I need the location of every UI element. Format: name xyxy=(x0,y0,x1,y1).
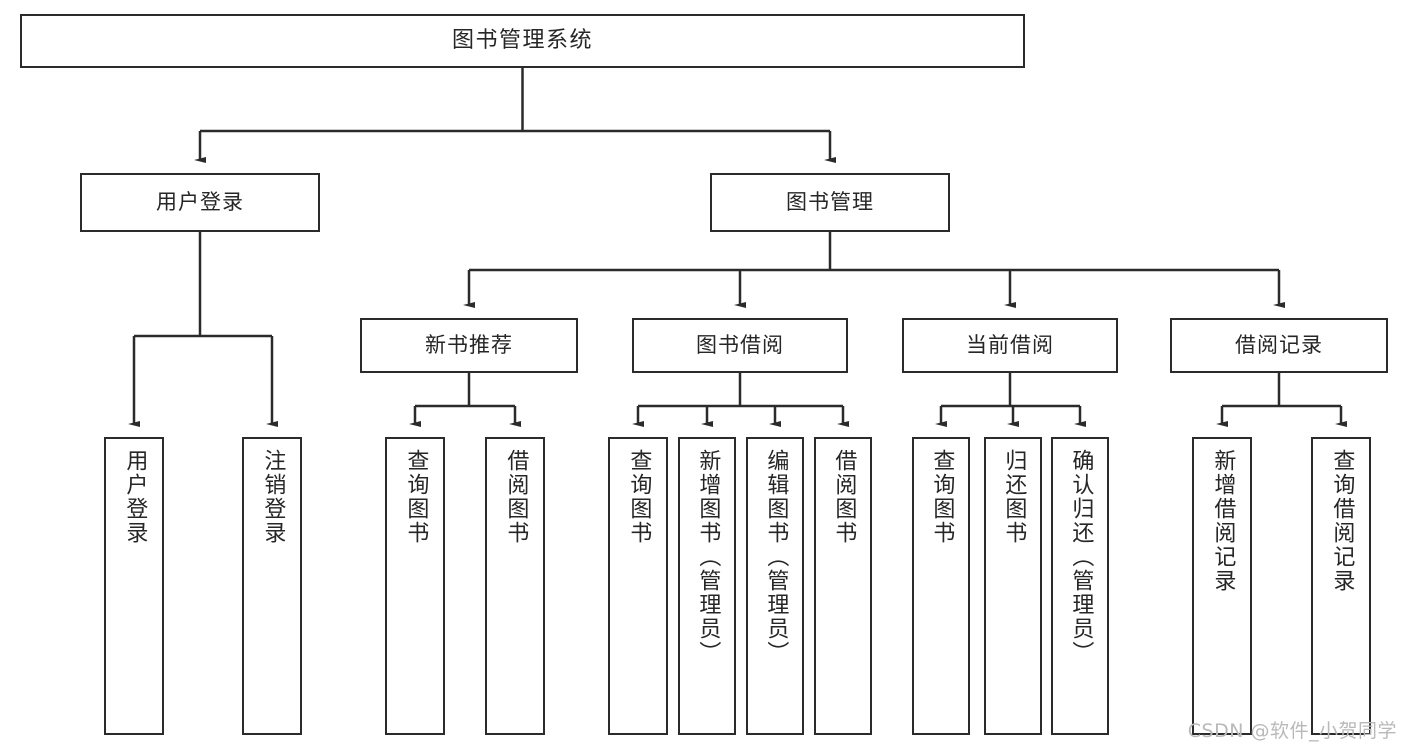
node-leaf-edit-book-admin-label: 编辑图书（管理员） xyxy=(763,449,789,665)
node-leaf-query-book-3[interactable]: 查询图书 xyxy=(912,437,970,735)
node-book-manage[interactable]: 图书管理 xyxy=(710,173,950,232)
node-leaf-query-book-1-label: 查询图书 xyxy=(403,449,429,545)
watermark-text: CSDN @软件_小贺同学 xyxy=(1187,720,1397,742)
node-user-login[interactable]: 用户登录 xyxy=(80,173,320,232)
node-leaf-query-borrow-record[interactable]: 查询借阅记录 xyxy=(1311,437,1371,735)
node-leaf-borrow-book-1[interactable]: 借阅图书 xyxy=(485,437,545,735)
node-leaf-add-book-admin[interactable]: 新增图书（管理员） xyxy=(678,437,736,735)
node-leaf-query-book-2[interactable]: 查询图书 xyxy=(608,437,668,735)
node-current-borrow-label: 当前借阅 xyxy=(966,333,1054,358)
node-root-label: 图书管理系统 xyxy=(451,28,593,54)
node-borrow-record[interactable]: 借阅记录 xyxy=(1170,318,1388,373)
node-leaf-edit-book-admin[interactable]: 编辑图书（管理员） xyxy=(746,437,804,735)
node-leaf-user-login-label: 用户登录 xyxy=(122,449,148,545)
node-leaf-user-logout[interactable]: 注销登录 xyxy=(242,437,302,735)
node-leaf-add-borrow-record-label: 新增借阅记录 xyxy=(1210,449,1236,593)
node-leaf-add-borrow-record[interactable]: 新增借阅记录 xyxy=(1192,437,1252,735)
node-leaf-confirm-return-admin[interactable]: 确认归还（管理员） xyxy=(1051,437,1109,735)
node-leaf-query-borrow-record-label: 查询借阅记录 xyxy=(1329,449,1355,593)
node-borrow-record-label: 借阅记录 xyxy=(1235,333,1323,358)
node-leaf-borrow-book-2[interactable]: 借阅图书 xyxy=(814,437,872,735)
node-root[interactable]: 图书管理系统 xyxy=(20,14,1025,68)
node-leaf-user-logout-label: 注销登录 xyxy=(260,449,286,545)
node-leaf-borrow-book-2-label: 借阅图书 xyxy=(831,449,857,545)
node-leaf-return-book[interactable]: 归还图书 xyxy=(984,437,1042,735)
node-new-book-recommend[interactable]: 新书推荐 xyxy=(360,318,578,373)
node-leaf-add-book-admin-label: 新增图书（管理员） xyxy=(695,449,721,665)
node-book-manage-label: 图书管理 xyxy=(786,190,874,215)
node-leaf-user-login[interactable]: 用户登录 xyxy=(104,437,164,735)
node-leaf-query-book-2-label: 查询图书 xyxy=(626,449,652,545)
node-leaf-query-book-3-label: 查询图书 xyxy=(929,449,955,545)
node-book-borrow[interactable]: 图书借阅 xyxy=(632,318,848,373)
node-leaf-return-book-label: 归还图书 xyxy=(1001,449,1027,545)
node-user-login-label: 用户登录 xyxy=(156,190,244,215)
node-leaf-borrow-book-1-label: 借阅图书 xyxy=(503,449,529,545)
node-leaf-query-book-1[interactable]: 查询图书 xyxy=(385,437,445,735)
node-leaf-confirm-return-admin-label: 确认归还（管理员） xyxy=(1068,449,1094,665)
node-current-borrow[interactable]: 当前借阅 xyxy=(902,318,1118,373)
node-new-book-recommend-label: 新书推荐 xyxy=(425,333,513,358)
node-book-borrow-label: 图书借阅 xyxy=(696,333,784,358)
